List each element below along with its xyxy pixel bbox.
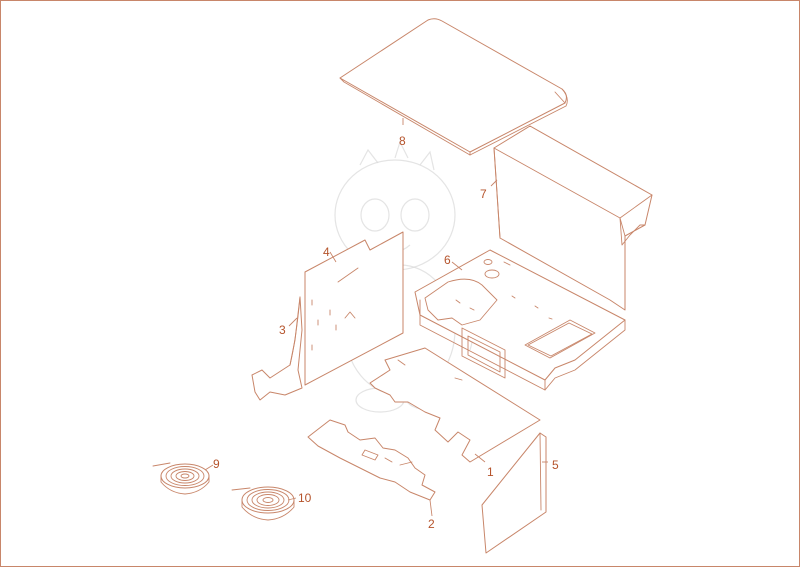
part-4-side-panel: [304, 231, 404, 386]
part-3-label: 3: [279, 323, 286, 337]
part-9-tape-roll: [152, 462, 210, 495]
part-10-tape-roll: [231, 486, 295, 521]
part-1-floor-plate: [369, 347, 541, 463]
part-2-lower-plate: [307, 419, 436, 501]
part-8-lid: [339, 18, 568, 156]
part-2-label: 2: [428, 517, 435, 531]
part-6-base-frame: [414, 249, 626, 391]
part-4-label: 4: [323, 245, 330, 259]
part-6-label: 6: [444, 253, 451, 267]
part-8-label: 8: [399, 134, 406, 148]
leader-lines: [204, 118, 548, 517]
part-7-label: 7: [480, 187, 487, 201]
part-5-label: 5: [552, 458, 559, 472]
part-9-label: 9: [213, 457, 220, 471]
part-3-bracket: [251, 296, 303, 401]
part-1-label: 1: [487, 465, 494, 479]
part-5-front-panel: [481, 432, 547, 554]
part-7-rear-wall: [493, 125, 653, 311]
part-10-label: 10: [298, 491, 312, 505]
